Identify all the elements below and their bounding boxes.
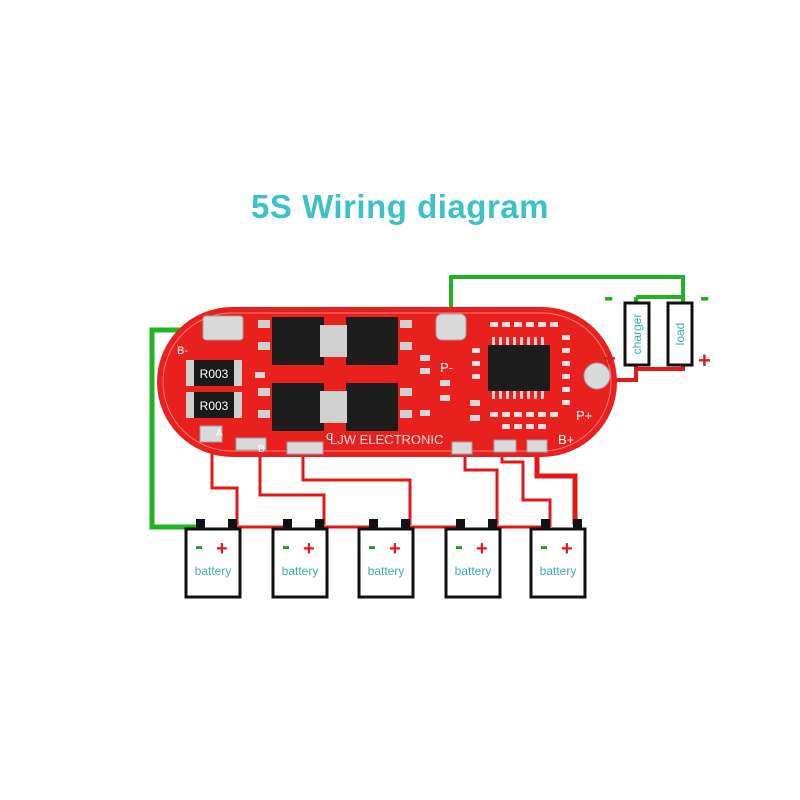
charger-minus-sign: - bbox=[604, 281, 613, 312]
mosfet-group bbox=[258, 317, 412, 431]
battery-3-label: battery bbox=[368, 564, 405, 578]
battery-5: - + battery bbox=[529, 519, 587, 599]
load: load bbox=[666, 301, 694, 367]
battery-5-label: battery bbox=[540, 564, 577, 578]
watermark: LJW ELECTRONIC bbox=[330, 432, 443, 447]
wire-tap-d bbox=[463, 452, 499, 525]
battery-2-minus: - bbox=[282, 533, 290, 560]
pad-e bbox=[493, 439, 517, 453]
battery-1: - + battery bbox=[184, 519, 242, 599]
battery-4-label: battery bbox=[455, 564, 492, 578]
label-c: C bbox=[326, 432, 333, 443]
battery-1-minus: - bbox=[195, 533, 203, 560]
control-ic bbox=[488, 337, 550, 399]
mosfet-2 bbox=[346, 317, 398, 365]
load-label: load bbox=[673, 323, 687, 346]
label-p-plus: P+ bbox=[576, 408, 592, 423]
charger: charger bbox=[623, 301, 651, 367]
wire-tap-e bbox=[500, 449, 552, 527]
wire-tap-b bbox=[258, 445, 326, 525]
battery-4-minus: - bbox=[455, 533, 463, 560]
battery-2: - + battery bbox=[271, 519, 329, 599]
label-b-plus: B+ bbox=[558, 432, 574, 447]
label-b-minus: B- bbox=[177, 345, 188, 357]
resistor-1: R003 bbox=[186, 360, 242, 386]
load-plus-sign: + bbox=[698, 348, 711, 373]
battery-1-label: battery bbox=[195, 564, 232, 578]
mosfet-4 bbox=[346, 383, 398, 431]
bms-board: B- R003 R003 bbox=[157, 307, 617, 457]
pad-d bbox=[451, 441, 473, 455]
pad-c bbox=[286, 441, 324, 455]
label-a: A bbox=[216, 428, 223, 439]
pad-b-minus bbox=[202, 315, 244, 341]
label-p-minus: P- bbox=[440, 360, 453, 375]
resistor-2-label: R003 bbox=[200, 399, 229, 413]
smd-parts bbox=[255, 355, 480, 421]
ic-pads bbox=[472, 322, 570, 429]
battery-4-plus: + bbox=[476, 538, 488, 560]
battery-1-plus: + bbox=[216, 538, 228, 560]
resistor-1-label: R003 bbox=[200, 367, 229, 381]
wire-b-minus bbox=[149, 327, 205, 530]
wires bbox=[149, 275, 685, 530]
pad-b-plus bbox=[526, 439, 548, 453]
battery-3-plus: + bbox=[389, 538, 401, 560]
battery-2-plus: + bbox=[303, 538, 315, 560]
battery-3: - + battery bbox=[357, 519, 415, 599]
pad-a bbox=[199, 425, 223, 443]
battery-5-plus: + bbox=[561, 538, 573, 560]
wire-tap-c bbox=[301, 452, 412, 525]
wire-b-plus bbox=[534, 449, 578, 525]
pad-p-minus bbox=[435, 313, 467, 341]
battery-3-minus: - bbox=[368, 533, 376, 560]
battery-2-label: battery bbox=[282, 564, 319, 578]
battery-4: - + battery bbox=[444, 519, 502, 599]
charger-label: charger bbox=[630, 314, 644, 355]
charger-load-group: charger load - - + + bbox=[603, 281, 711, 373]
battery-5-minus: - bbox=[540, 533, 548, 560]
wire-tap-a bbox=[210, 432, 239, 525]
wire-p-minus bbox=[449, 275, 685, 322]
charger-plus-sign: + bbox=[603, 346, 616, 371]
pad-b bbox=[235, 437, 267, 451]
mosfet-3 bbox=[272, 383, 324, 431]
label-b: B bbox=[258, 444, 265, 455]
resistor-2: R003 bbox=[186, 392, 242, 418]
diagram-title: 5S Wiring diagram bbox=[251, 188, 549, 225]
pad-p-plus bbox=[583, 362, 611, 390]
load-minus-sign: - bbox=[700, 281, 709, 312]
mosfet-1 bbox=[272, 317, 324, 365]
